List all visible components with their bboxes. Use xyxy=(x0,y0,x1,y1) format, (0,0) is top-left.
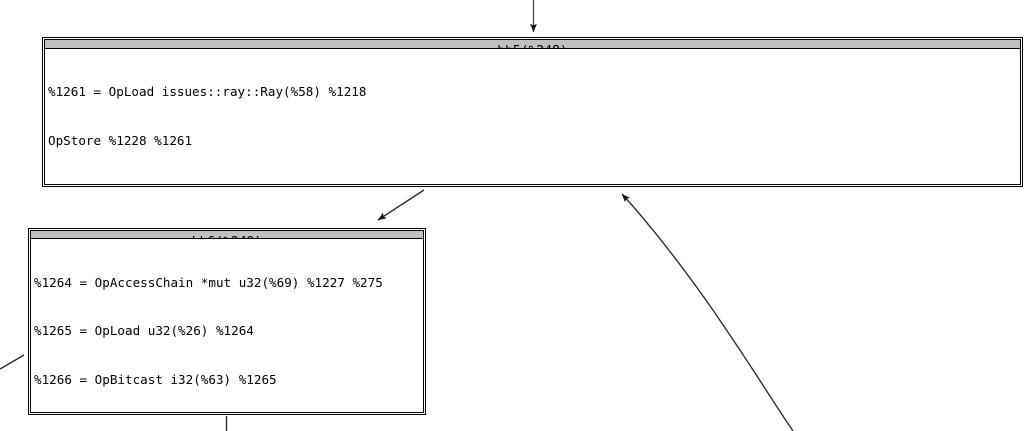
code-line: %1264 = OpAccessChain *mut u32(%69) %122… xyxy=(34,274,383,290)
node-bb6-inner: bb6(%249) %1264 = OpAccessChain *mut u32… xyxy=(30,230,424,413)
code-line: %1266 = OpBitcast i32(%63) %1265 xyxy=(34,371,277,387)
code-line: %1265 = OpLoad u32(%26) %1264 xyxy=(34,323,254,339)
edge-incoming-left xyxy=(0,354,25,370)
node-bb5-inner: bb5(%248) %1261 = OpLoad issues::ray::Ra… xyxy=(44,39,1021,185)
node-bb6[interactable]: bb6(%249) %1264 = OpAccessChain *mut u32… xyxy=(28,228,426,415)
node-bb5-title: bb5(%248) xyxy=(45,40,1020,49)
code-line: %1262 = OpLoad issues::ray::Ray(%58) %12… xyxy=(48,182,1020,184)
code-line: OpStore %1228 %1261 xyxy=(48,132,193,148)
node-bb6-title: bb6(%249) xyxy=(31,231,423,240)
node-bb6-body: %1264 = OpAccessChain *mut u32(%69) %122… xyxy=(31,239,423,412)
node-bb5-body: %1261 = OpLoad issues::ray::Ray(%58) %12… xyxy=(45,49,1020,184)
edge-bb5-to-bb6 xyxy=(377,189,425,221)
edge-backedge-to-bb5 xyxy=(621,193,794,431)
node-bb5[interactable]: bb5(%248) %1261 = OpLoad issues::ray::Ra… xyxy=(42,37,1023,187)
code-line: %1261 = OpLoad issues::ray::Ray(%58) %12… xyxy=(48,84,367,100)
